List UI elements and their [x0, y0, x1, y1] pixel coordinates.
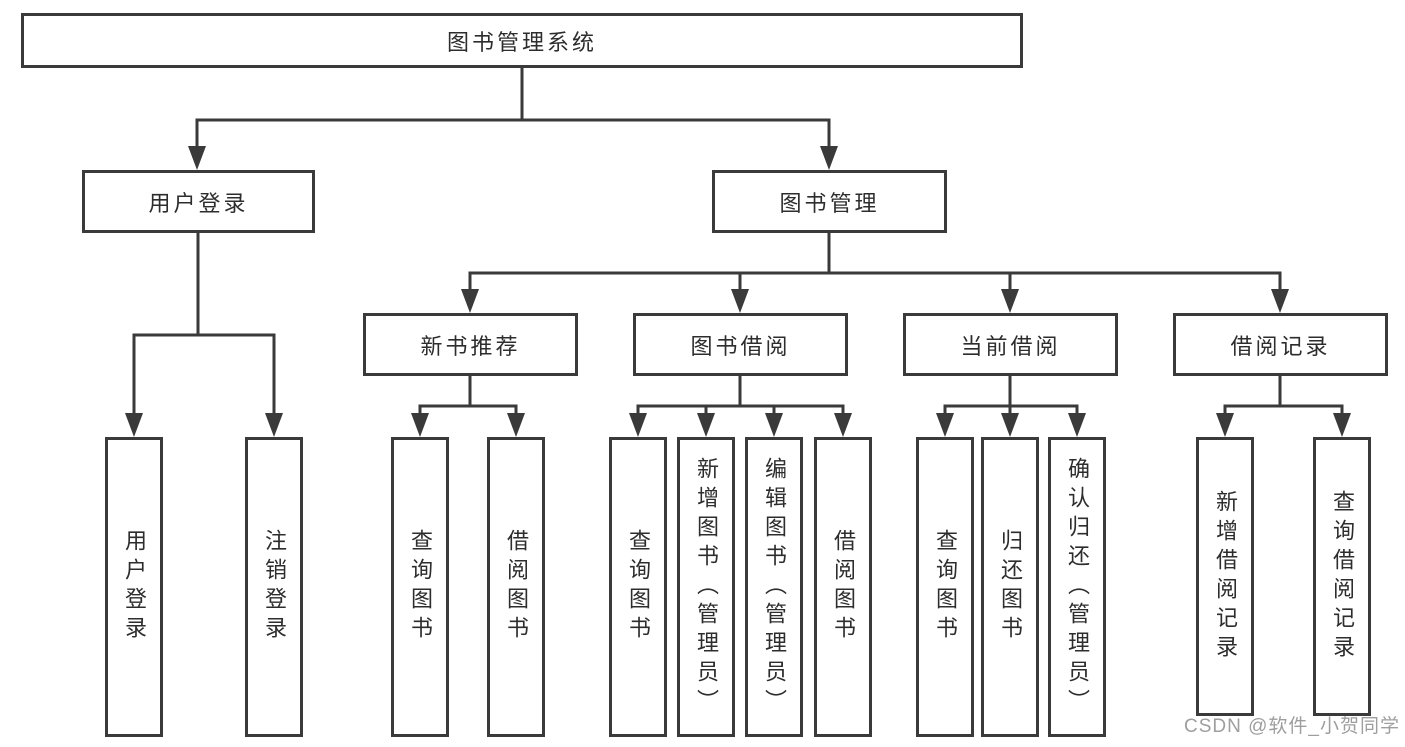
node-book-borrowing: 图书借阅	[633, 313, 848, 376]
arrowhead-down-icon	[1216, 413, 1234, 437]
node-new-book-recommendation: 新书推荐	[363, 313, 578, 376]
arrowhead-down-icon	[411, 413, 429, 437]
arrowhead-down-icon	[265, 413, 283, 437]
leaf-confirm-return-admin: 确认归还（管理员）	[1048, 437, 1106, 737]
csdn-watermark: CSDN @软件_小贺同学	[1184, 716, 1400, 737]
leaf-query-books-current: 查询图书	[916, 437, 974, 737]
leaf-add-book-admin: 新增图书（管理员）	[677, 437, 735, 737]
node-book-management: 图书管理	[712, 170, 947, 233]
arrowhead-down-icon	[461, 289, 479, 313]
arrowhead-down-icon	[629, 413, 647, 437]
arrowhead-down-icon	[188, 146, 206, 170]
arrowhead-down-icon	[1001, 413, 1019, 437]
arrowhead-down-icon	[1068, 413, 1086, 437]
connector-new-book-recommendation-to-leaves	[411, 376, 525, 437]
arrowhead-down-icon	[1271, 289, 1289, 313]
leaf-user-login: 用户登录	[105, 437, 163, 737]
node-current-borrowing: 当前借阅	[903, 313, 1118, 376]
arrowhead-down-icon	[731, 289, 749, 313]
arrowhead-down-icon	[834, 413, 852, 437]
arrowhead-down-icon	[820, 146, 838, 170]
connector-user-login-to-leaves	[125, 233, 283, 437]
arrowhead-down-icon	[936, 413, 954, 437]
connector-book-borrowing-to-leaves	[629, 376, 852, 437]
connector-root-to-level2	[188, 66, 838, 170]
arrowhead-down-icon	[1333, 413, 1351, 437]
arrowhead-down-icon	[697, 413, 715, 437]
leaf-edit-book-admin: 编辑图书（管理员）	[745, 437, 803, 737]
node-library-management-system: 图书管理系统	[21, 13, 1023, 68]
node-user-login: 用户登录	[82, 170, 315, 233]
connector-current-borrowing-to-leaves	[936, 376, 1086, 437]
node-borrowing-records: 借阅记录	[1173, 313, 1388, 376]
arrowhead-down-icon	[1001, 289, 1019, 313]
leaf-borrow-books-recommend: 借阅图书	[487, 437, 545, 737]
connector-borrowing-records-to-leaves	[1216, 376, 1351, 437]
leaf-query-borrow-record: 查询借阅记录	[1313, 437, 1371, 716]
leaf-return-books: 归还图书	[981, 437, 1039, 737]
arrowhead-down-icon	[765, 413, 783, 437]
leaf-logout: 注销登录	[245, 437, 303, 737]
arrowhead-down-icon	[507, 413, 525, 437]
leaf-query-books-recommend: 查询图书	[391, 437, 449, 737]
leaf-add-borrow-record: 新增借阅记录	[1196, 437, 1254, 716]
connector-book-management-to-level3	[461, 233, 1289, 313]
leaf-borrow-books-borrow: 借阅图书	[814, 437, 872, 737]
arrowhead-down-icon	[125, 413, 143, 437]
leaf-query-books-borrow: 查询图书	[609, 437, 667, 737]
